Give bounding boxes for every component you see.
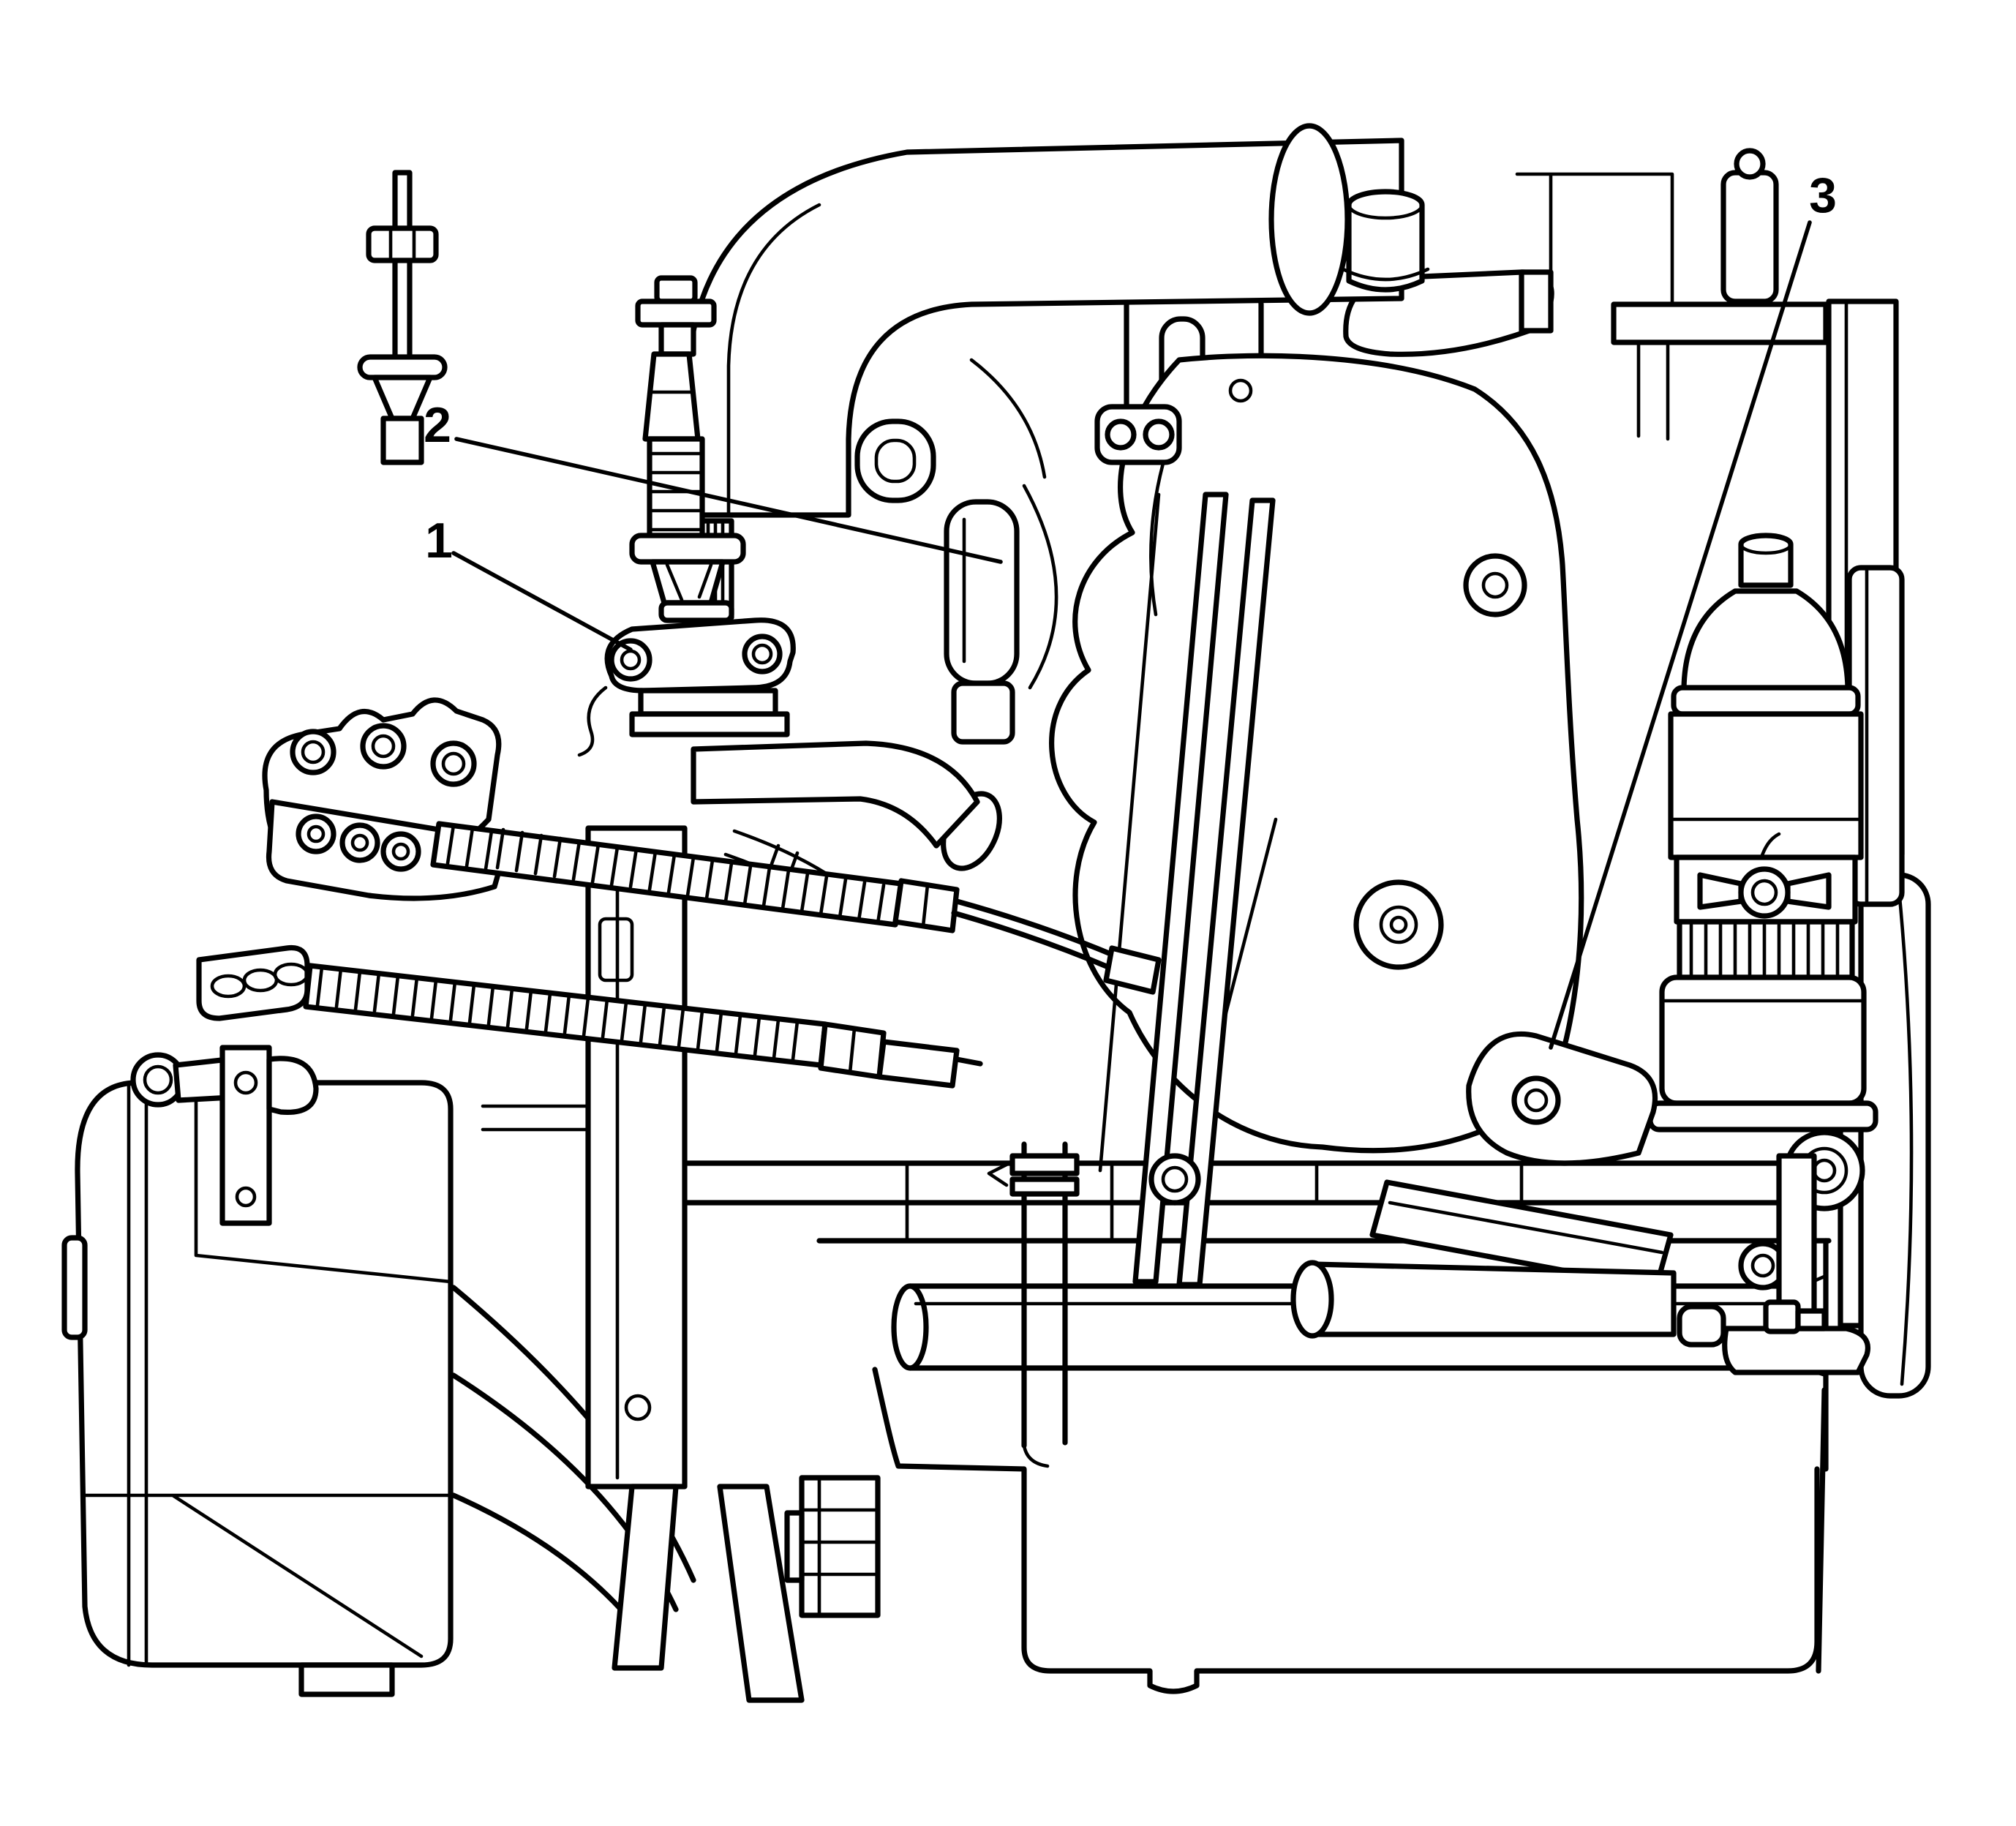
cable-ball-1 — [296, 814, 336, 854]
case-foot — [298, 1662, 395, 1697]
lever-bracket — [219, 1045, 272, 1226]
egr-base — [629, 711, 790, 737]
shift-cable-bracket — [196, 697, 504, 1021]
egr-clamp-bar — [658, 600, 734, 623]
shift-cables — [303, 821, 1162, 1089]
engine-end-cover — [1858, 872, 1931, 1399]
axle-stub — [61, 1235, 88, 1340]
filter-wing-screw — [1738, 866, 1791, 919]
foot-bolt — [1763, 1299, 1801, 1334]
tower-bolt-hole — [1734, 148, 1766, 180]
center-bracket-plate — [481, 825, 805, 1703]
exhaust-outlet — [1290, 1179, 1677, 1339]
egr-disc — [629, 533, 746, 565]
egr-funnel — [650, 559, 726, 606]
heater-pipe-2 — [1176, 497, 1276, 1288]
pulley-shaft — [784, 1510, 805, 1583]
egr-stem — [642, 351, 701, 442]
callout-1-label: 1 — [425, 513, 453, 568]
pipe-end-loop — [1148, 1153, 1201, 1206]
fork-left — [612, 1484, 679, 1671]
stud-rod — [392, 170, 413, 383]
upper-cable-wire — [951, 898, 1121, 972]
stud-washer-disc — [357, 354, 448, 380]
upper-mount-stud — [357, 170, 448, 465]
center-pipes — [1098, 492, 1276, 1288]
transmission-case — [75, 1080, 454, 1668]
callout-1-leader — [451, 551, 633, 652]
mount-arm-eye — [1511, 1075, 1561, 1125]
foot-bolt-stub — [1795, 1308, 1827, 1331]
engine-mount-bracket-right — [1466, 1031, 1870, 1375]
cable-ball-3 — [380, 831, 421, 872]
filter-neck-ring — [1671, 685, 1861, 717]
exhaust-sleeve — [1309, 1261, 1677, 1337]
wing-right — [1785, 872, 1832, 910]
cooler-fitting — [1677, 1304, 1726, 1348]
callout-3-leader — [1549, 220, 1812, 1050]
egr-collar — [635, 298, 717, 328]
callouts: 2 1 3 — [424, 168, 1837, 1050]
callout-2-leader — [454, 437, 1003, 564]
filter-housing-base — [1659, 974, 1867, 1106]
shield-boss-lower — [1353, 879, 1444, 970]
transmission — [61, 1045, 696, 1697]
turbo-plate-step — [1519, 269, 1554, 334]
bracket-bolt-3 — [430, 740, 477, 787]
intake-stub — [1341, 189, 1430, 293]
breather-tube — [987, 1141, 1080, 1468]
callout-3-label: 3 — [1809, 168, 1837, 223]
lower-cable-connector — [876, 1039, 960, 1089]
cable-ball-2 — [339, 822, 380, 863]
egr-valve — [577, 275, 796, 757]
mount-arm — [1466, 1031, 1658, 1166]
shield-boss-upper — [1463, 553, 1527, 617]
egr-flange-ear-left — [609, 638, 652, 682]
exhaust-heat-shield — [1049, 353, 1584, 1154]
wastegate-actuator — [944, 499, 1020, 686]
crank-pulley-hub — [799, 1475, 881, 1618]
head-tower — [1720, 170, 1779, 304]
fork-right — [717, 1484, 805, 1703]
oil-pan — [872, 1367, 1820, 1694]
filter-cap-knob — [1738, 533, 1794, 588]
lever-lobe — [266, 1056, 319, 1115]
head-ledge — [1611, 301, 1829, 345]
support-plate — [585, 825, 688, 1489]
bracket-foot-plate — [1722, 1326, 1870, 1375]
upper-cable-end — [1103, 945, 1162, 995]
coolant-elbow — [691, 740, 1002, 912]
actuator-base — [951, 680, 1015, 745]
intake-hose-tube — [685, 138, 1404, 518]
egr-cap — [654, 275, 698, 304]
stud-cone — [372, 375, 433, 421]
hose-clamp-lower — [1009, 1176, 1080, 1197]
filter-body — [1668, 711, 1864, 860]
callout-2-label: 2 — [424, 397, 451, 453]
stud-hex-nut — [366, 225, 439, 263]
heater-pipe-1 — [1132, 492, 1229, 1285]
egr-neck — [658, 322, 696, 357]
filter-base-flange — [1647, 1100, 1878, 1132]
bracket-bolt-1 — [290, 729, 336, 775]
hose-clamp-ring — [1268, 123, 1350, 316]
egr-wire-clip — [577, 685, 608, 757]
turbo-oval-boss — [854, 418, 936, 503]
hose-clamp-upper — [1009, 1153, 1080, 1176]
egr-flange-ear-right — [742, 634, 783, 675]
stud-sleeve — [380, 416, 424, 465]
egr-pedestal — [638, 688, 778, 717]
wing-left — [1697, 872, 1744, 910]
oil-filter-assembly — [1647, 533, 1905, 1132]
elbow-tube — [691, 740, 980, 849]
bracket-bolt-2 — [360, 723, 407, 770]
